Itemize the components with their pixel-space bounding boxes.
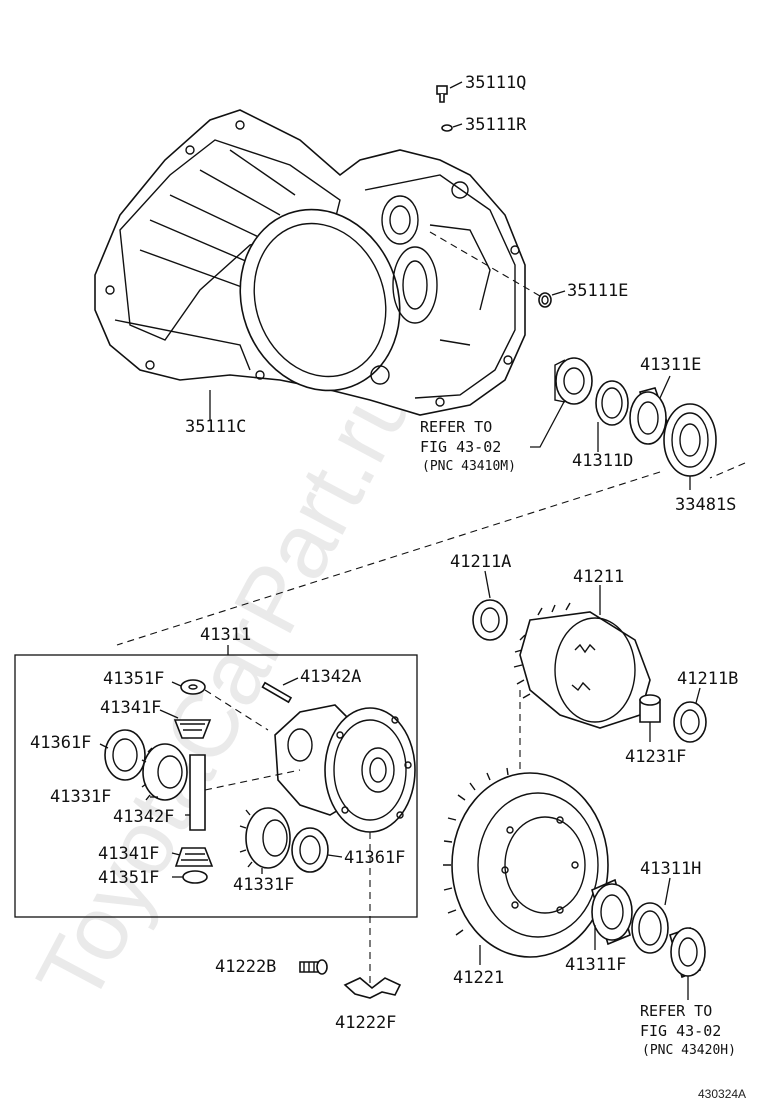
washer-41361F-right[interactable] bbox=[291, 827, 329, 873]
label-41211A: 41211A bbox=[450, 552, 511, 572]
lock-plate-41222F[interactable] bbox=[343, 977, 402, 999]
bearing-41211B[interactable] bbox=[673, 701, 707, 743]
watermark: ToyotaCarPart.ru bbox=[18, 358, 435, 1020]
label-41222F: 41222F bbox=[335, 1013, 396, 1033]
plug-35111E[interactable] bbox=[538, 292, 552, 308]
oring-35111R[interactable] bbox=[441, 124, 453, 132]
bolt-41222B[interactable] bbox=[299, 959, 328, 975]
bearing-refer-top[interactable] bbox=[554, 357, 593, 405]
label-41361F-left: 41361F bbox=[30, 733, 91, 753]
label-41222B: 41222B bbox=[215, 957, 276, 977]
bearing-41311E[interactable] bbox=[629, 387, 670, 445]
label-41342F: 41342F bbox=[113, 807, 174, 827]
label-35111E: 35111E bbox=[567, 281, 628, 301]
diff-assembly-box bbox=[14, 654, 418, 918]
bearing-41311F[interactable] bbox=[591, 878, 633, 946]
label-41341F-bottom: 41341F bbox=[98, 844, 159, 864]
bearing-41231F[interactable] bbox=[639, 694, 661, 723]
refer-bottom-line2: FIG 43-02 bbox=[640, 1022, 721, 1040]
label-41351F-bottom: 41351F bbox=[98, 868, 159, 888]
pinion-41341F-top[interactable] bbox=[173, 719, 212, 739]
figure-code: 430324A bbox=[698, 1087, 746, 1101]
label-41331F-left: 41331F bbox=[50, 787, 111, 807]
washer-41351F-bottom[interactable] bbox=[182, 870, 208, 884]
label-41311D: 41311D bbox=[572, 451, 633, 471]
label-41311F: 41311F bbox=[565, 955, 626, 975]
washer-41361F-left[interactable] bbox=[104, 729, 146, 781]
label-41342A: 41342A bbox=[300, 667, 361, 687]
label-41311H: 41311H bbox=[640, 859, 701, 879]
label-35111C: 35111C bbox=[185, 417, 246, 437]
bolt-35111Q[interactable] bbox=[436, 85, 448, 103]
refer-top-line3: (PNC 43410M) bbox=[422, 459, 516, 474]
label-41311E: 41311E bbox=[640, 355, 701, 375]
bearing-refer-bottom[interactable] bbox=[669, 926, 706, 979]
label-33481S: 33481S bbox=[675, 495, 736, 515]
label-41311: 41311 bbox=[200, 625, 251, 645]
label-41211B: 41211B bbox=[677, 669, 738, 689]
label-41351F-top: 41351F bbox=[103, 669, 164, 689]
side-gear-41331F-right[interactable] bbox=[239, 807, 291, 869]
label-41231F: 41231F bbox=[625, 747, 686, 767]
label-35111Q: 35111Q bbox=[465, 73, 526, 93]
label-41361F-right: 41361F bbox=[344, 848, 405, 868]
refer-bottom-line3: (PNC 43420H) bbox=[642, 1043, 736, 1058]
shim-41311D[interactable] bbox=[595, 380, 629, 426]
pinion-41341F-bottom[interactable] bbox=[174, 847, 214, 867]
label-41341F-top: 41341F bbox=[100, 698, 161, 718]
refer-top-line2: FIG 43-02 bbox=[420, 438, 501, 456]
seal-33481S[interactable] bbox=[663, 403, 717, 477]
differential-case[interactable] bbox=[274, 704, 416, 833]
shim-41311H[interactable] bbox=[631, 902, 669, 954]
shaft-41342F[interactable] bbox=[189, 754, 206, 831]
label-41331F-right: 41331F bbox=[233, 875, 294, 895]
ring-gear-41221[interactable] bbox=[443, 767, 609, 958]
pin-41342A[interactable] bbox=[261, 681, 293, 704]
bearing-41211A[interactable] bbox=[472, 599, 508, 641]
transaxle-housing[interactable] bbox=[94, 109, 526, 416]
counter-drive-gear-41211[interactable] bbox=[513, 602, 651, 729]
label-41211: 41211 bbox=[573, 567, 624, 587]
side-gear-41331F-left[interactable] bbox=[141, 743, 188, 801]
refer-top-line1: REFER TO bbox=[420, 418, 492, 436]
refer-bottom-line1: REFER TO bbox=[640, 1002, 712, 1020]
washer-41351F-top[interactable] bbox=[180, 679, 206, 695]
label-35111R: 35111R bbox=[465, 115, 527, 135]
label-41221: 41221 bbox=[453, 968, 504, 988]
